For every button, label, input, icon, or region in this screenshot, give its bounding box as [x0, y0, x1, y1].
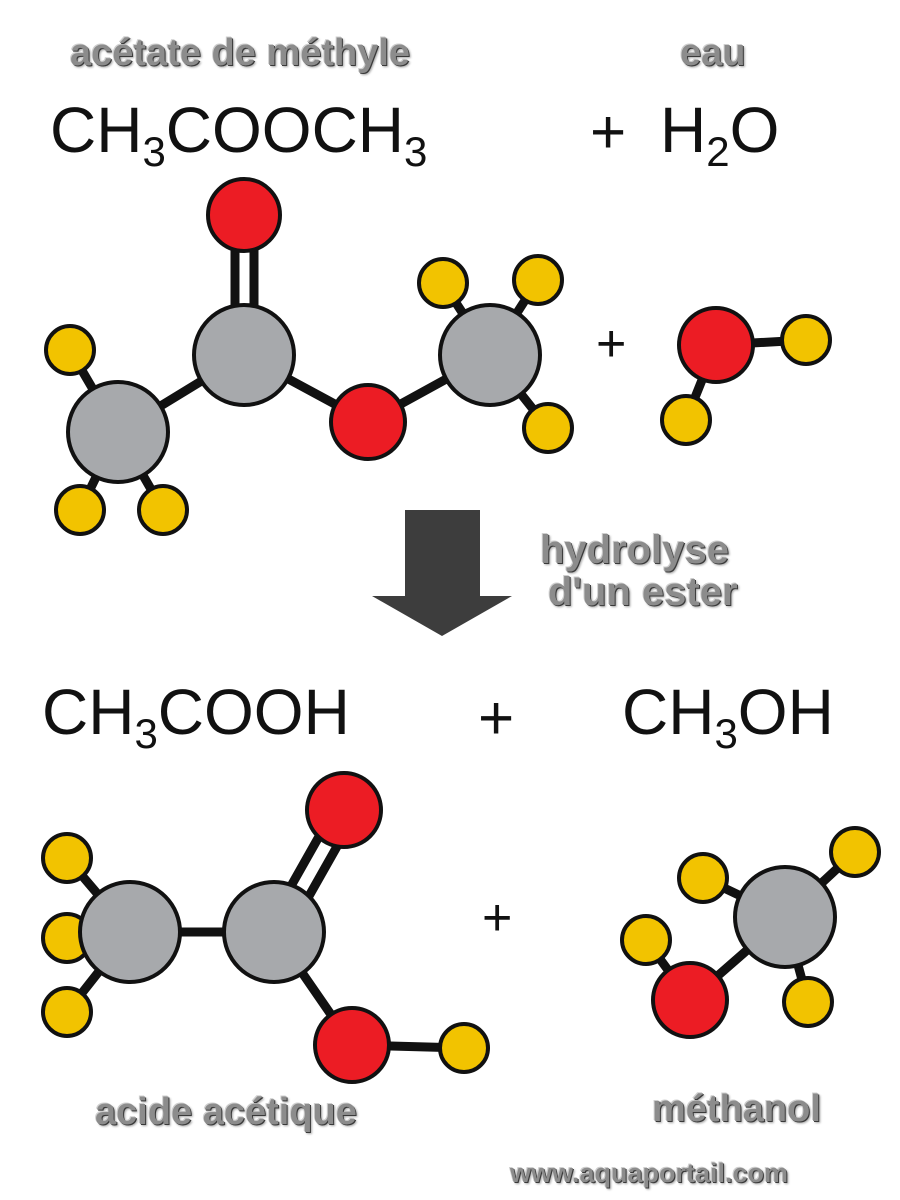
methanol-name: méthanol: [652, 1088, 821, 1130]
formula-part: O: [729, 94, 780, 166]
methyl-acetate-atoms: [44, 177, 574, 536]
formula-part: COOCH: [165, 94, 405, 166]
carbon-atom: [78, 880, 182, 984]
acetic-acid-name: acide acétique: [95, 1091, 357, 1133]
oxygen-atom: [329, 383, 407, 461]
carbon-atom: [733, 865, 837, 969]
carbon-atom: [66, 380, 170, 484]
oxygen-atom: [677, 306, 755, 384]
formula-part: OH: [737, 676, 834, 748]
hydrogen-atom: [41, 986, 93, 1038]
hydrogen-atom: [780, 314, 832, 366]
oxygen-atom: [313, 1006, 391, 1084]
reaction-label-hydrolysis: hydrolyse: [540, 528, 729, 572]
oxygen-atom: [206, 177, 282, 253]
carbon-atom: [438, 303, 542, 407]
hydrogen-atom: [137, 484, 189, 536]
formula-subscript: 3: [134, 710, 158, 757]
methyl-acetate-formula: CH3COOCH3: [50, 98, 427, 173]
water-formula: H2O: [660, 98, 779, 173]
acetic-acid-molecule: [41, 771, 490, 1084]
reaction-arrow-icon: [372, 510, 512, 636]
hydrogen-atom: [782, 976, 834, 1028]
hydrogen-atom: [522, 402, 574, 454]
hydrogen-atom: [829, 826, 881, 878]
formula-subscript: 2: [706, 128, 730, 175]
oxygen-atom: [651, 961, 729, 1039]
formula-subscript: 3: [404, 128, 428, 175]
website-watermark: www.aquaportail.com: [510, 1158, 789, 1188]
formula-part: CH: [42, 676, 135, 748]
formula-part: H: [660, 94, 707, 166]
methanol-formula: CH3OH: [622, 680, 834, 755]
hydrogen-atom: [660, 394, 712, 446]
reaction-label-ester: d'un ester: [548, 570, 738, 614]
formula-part: COOH: [157, 676, 350, 748]
plus-sign-bottom-formula: +: [478, 684, 515, 753]
formula-part: CH: [622, 676, 715, 748]
water-molecule: [660, 306, 832, 446]
carbon-atom: [222, 880, 326, 984]
carbon-atom: [192, 303, 296, 407]
plus-sign-bottom-molecule: +: [482, 889, 513, 947]
hydrogen-atom: [44, 324, 96, 376]
hydrogen-atom: [438, 1022, 490, 1074]
hydrogen-atom: [620, 914, 672, 966]
methyl-acetate-name: acétate de méthyle: [70, 32, 411, 74]
oxygen-atom: [305, 771, 383, 849]
methyl-acetate-molecule: [44, 177, 574, 536]
hydrogen-atom: [512, 254, 564, 306]
formula-subscript: 3: [714, 710, 738, 757]
formula-part: CH: [50, 94, 143, 166]
acetic-acid-formula: CH3COOH: [42, 680, 350, 755]
hydrogen-atom: [41, 832, 93, 884]
water-name: eau: [680, 32, 746, 74]
hydrogen-atom: [677, 852, 729, 904]
hydrogen-atom: [417, 257, 469, 309]
plus-sign-top-molecule: +: [596, 315, 627, 373]
hydrogen-atom: [54, 484, 106, 536]
methanol-molecule: [620, 826, 881, 1039]
formula-subscript: 3: [142, 128, 166, 175]
plus-sign-top-formula: +: [590, 98, 627, 167]
